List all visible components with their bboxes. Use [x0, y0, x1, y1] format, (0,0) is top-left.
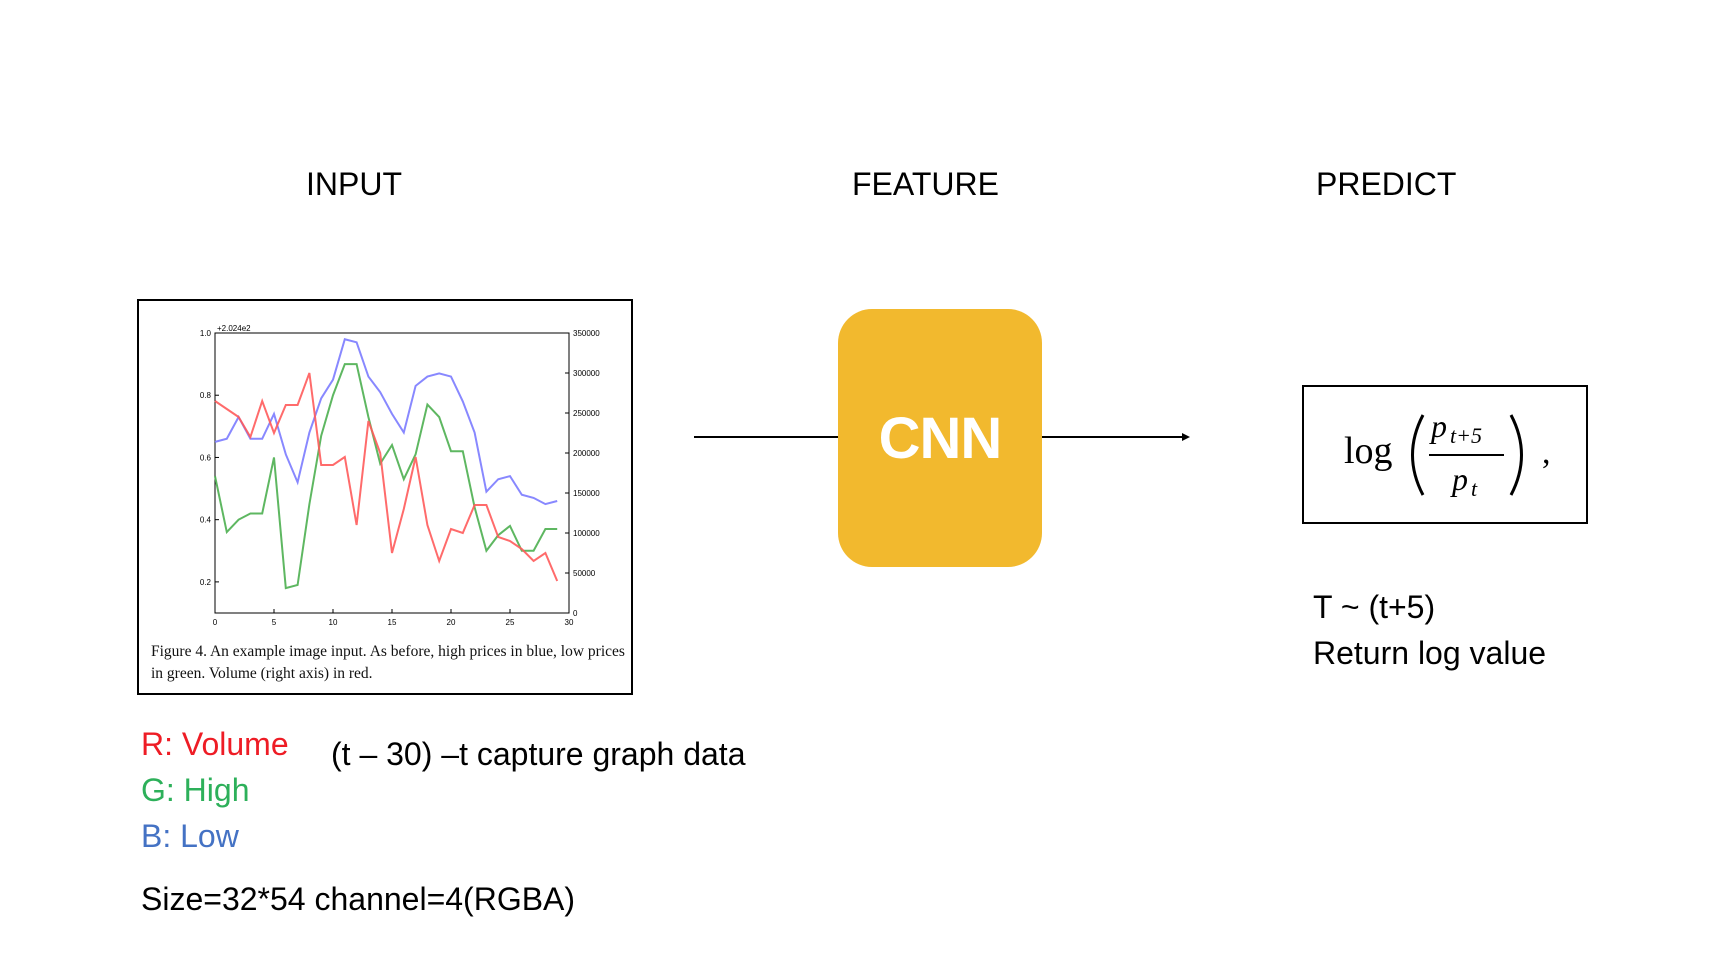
y-tick-label: 0.2: [200, 578, 212, 587]
x-tick-label: 20: [447, 618, 456, 627]
figure-caption: Figure 4. An example image input. As bef…: [151, 643, 625, 682]
left-paren: [1411, 414, 1425, 496]
input-figure: 0 5 10 15 20 25 30 0.2 0.4 0.6 0.8 1.0 +2.024e2 0 5000…: [137, 299, 633, 695]
y2-tick-label: 250000: [573, 409, 600, 418]
predict-horizon-text: T ~ (t+5): [1313, 589, 1436, 625]
y2-tick-label: 350000: [573, 329, 600, 338]
predict-heading: PREDICT: [1316, 166, 1457, 202]
y2-tick-label: 100000: [573, 529, 600, 538]
y2-tick-label: 0: [573, 609, 578, 618]
capture-window-text: (t – 30) –t capture graph data: [331, 736, 746, 772]
numerator-sub: t+5: [1450, 423, 1482, 448]
high-price-line: [214, 338, 558, 506]
log-return-formula: log p t+5 p t ,: [1302, 385, 1588, 524]
offset-label: +2.024e2: [217, 324, 251, 333]
y2-tick-label: 150000: [573, 489, 600, 498]
input-size-text: Size=32*54 channel=4(RGBA): [141, 881, 576, 917]
legend-green-high: G: High: [141, 772, 250, 808]
x-tick-label: 0: [213, 618, 218, 627]
denominator-sub: t: [1471, 476, 1478, 501]
formula-render: log p t+5 p t ,: [1344, 408, 1551, 501]
right-paren: [1509, 414, 1523, 496]
y-tick-label: 0.6: [200, 453, 212, 462]
y-tick-label: 0.8: [200, 391, 212, 400]
legend-blue-low: B: Low: [141, 818, 239, 854]
feature-heading: FEATURE: [852, 166, 999, 202]
x-tick-label: 15: [388, 618, 397, 627]
input-chart: 0 5 10 15 20 25 30 0.2 0.4 0.6 0.8 1.0 +2.024e2 0 5000…: [200, 324, 600, 627]
y2-tick-label: 300000: [573, 369, 600, 378]
formula-log: log: [1344, 430, 1393, 472]
x-tick-label: 25: [506, 618, 515, 627]
x-tick-label: 30: [565, 618, 574, 627]
y2-tick-label: 50000: [573, 569, 596, 578]
x-tick-label: 5: [272, 618, 277, 627]
denominator-base: p: [1450, 461, 1468, 497]
volume-line: [214, 372, 559, 582]
input-heading: INPUT: [306, 166, 402, 202]
legend-red-volume: R: Volume: [141, 726, 289, 762]
formula-comma: ,: [1542, 434, 1551, 471]
x-tick-label: 10: [329, 618, 338, 627]
cnn-block: CNN: [838, 309, 1042, 567]
low-price-line: [214, 363, 558, 590]
y2-tick-label: 200000: [573, 449, 600, 458]
cnn-label: CNN: [878, 405, 1003, 471]
numerator-base: p: [1429, 408, 1447, 444]
y-tick-label: 1.0: [200, 329, 212, 338]
y-tick-label: 0.4: [200, 516, 212, 525]
arrow-head: [1182, 433, 1190, 441]
predict-return-text: Return log value: [1313, 635, 1547, 671]
